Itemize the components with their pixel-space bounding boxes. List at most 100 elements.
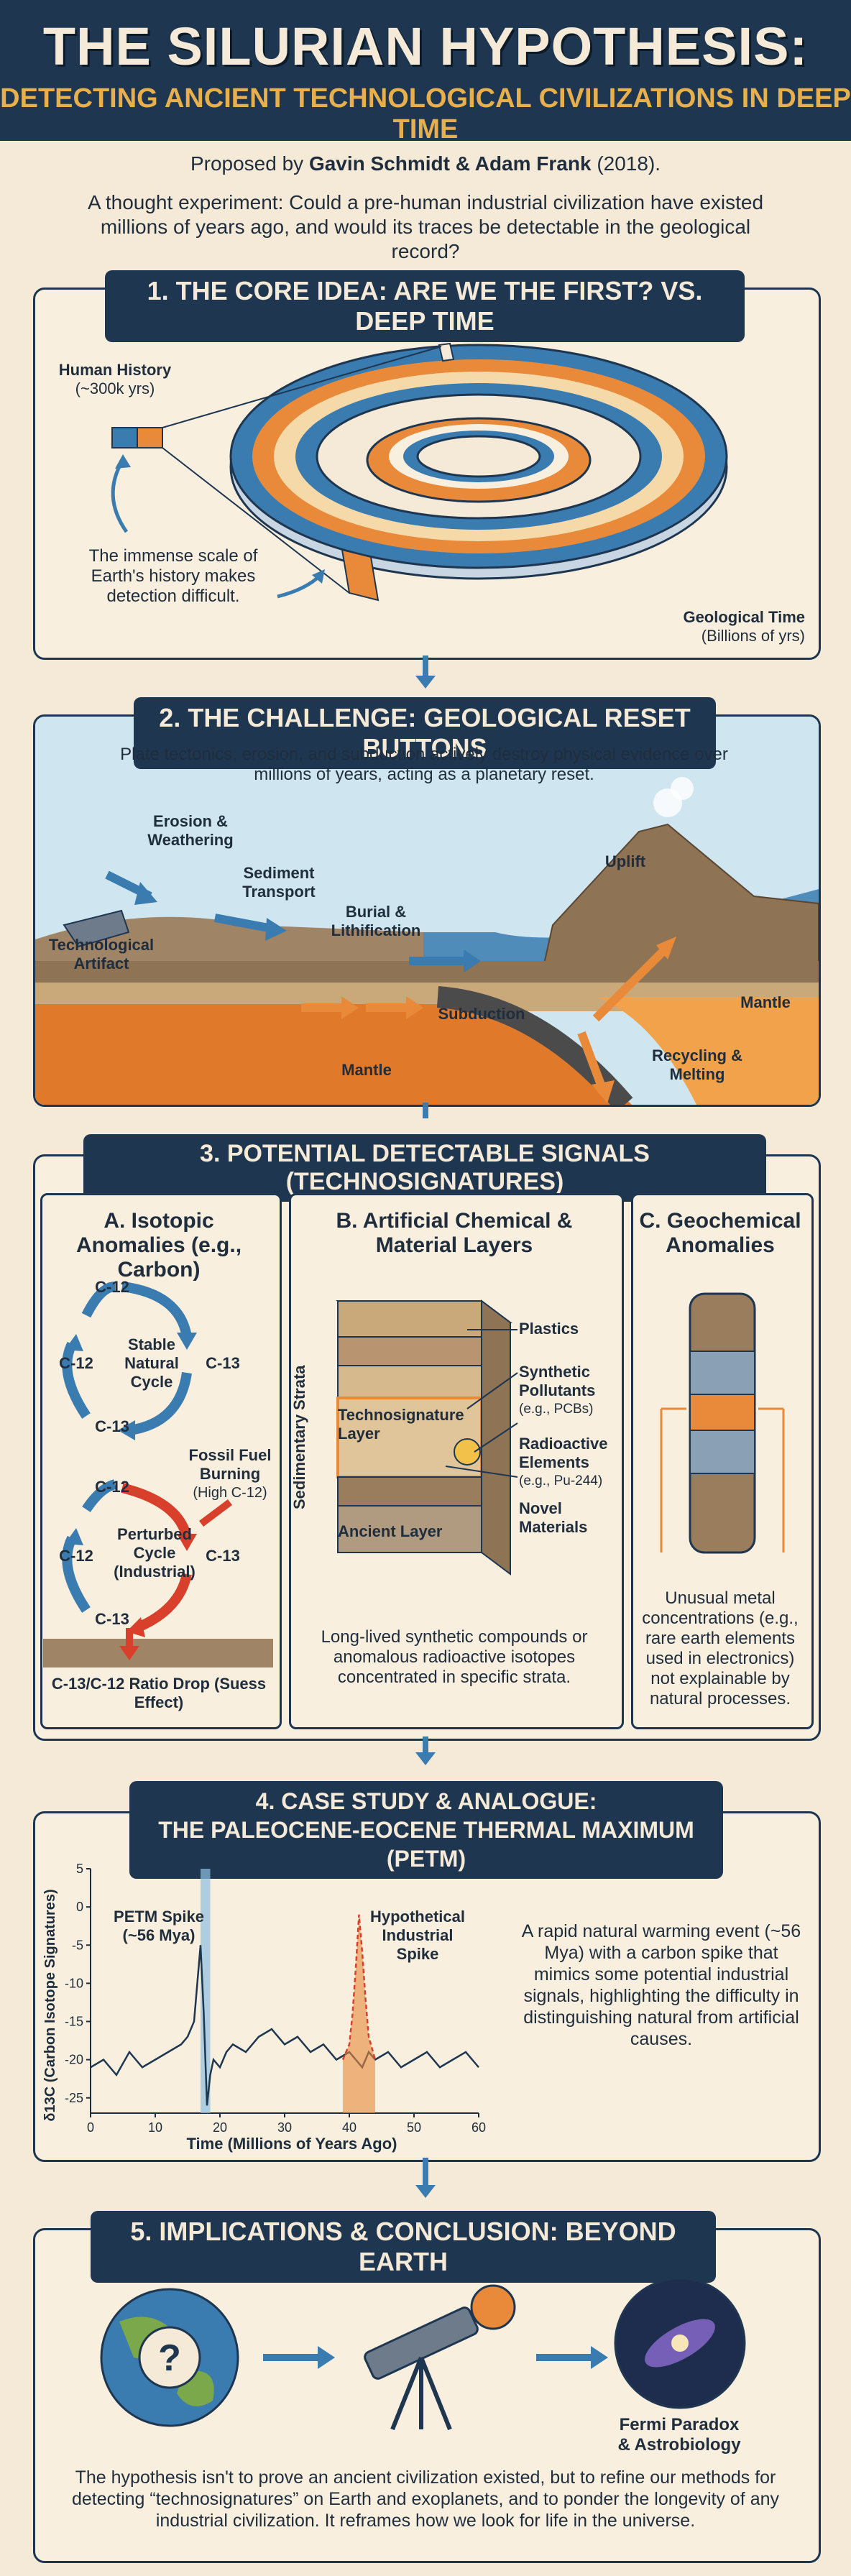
connector-2-3 <box>423 1103 428 1118</box>
section4-heading-line2: THE PALEOCENE-EOCENE THERMAL MAXIMUM (PE… <box>158 1817 694 1872</box>
perturbed-top: C-12 <box>95 1478 129 1496</box>
carbon-cycle-diagram <box>43 1282 273 1668</box>
y-tick-label: -5 <box>72 1938 83 1952</box>
suess-effect: C-13/C-12 Ratio Drop (Suess Effect) <box>51 1675 267 1711</box>
annotation-industrial: Hypothetical Industrial Spike <box>369 1908 466 1963</box>
label-mantle-right: Mantle <box>740 993 791 1011</box>
label-recycling: Recycling & Melting <box>652 1046 742 1083</box>
year: (2018). <box>597 152 661 175</box>
chart-lines <box>90 1869 479 2113</box>
fermi-label: Fermi Paradox & Astrobiology <box>617 2415 741 2455</box>
x-tick-label: 0 <box>87 2120 94 2135</box>
label-sediment: Sediment Transport <box>242 864 316 901</box>
industrial-spike-fill <box>343 1914 375 2113</box>
human-history-block <box>111 346 442 599</box>
question-mark: ? <box>158 2337 181 2379</box>
petm-band <box>201 1869 211 2113</box>
planet-icon <box>470 2284 516 2330</box>
geological-time-label: Geological Time (Billions of yrs) <box>647 608 805 645</box>
connector-4-5 <box>423 2158 428 2186</box>
stable-left: C-12 <box>59 1354 93 1372</box>
y-tick-label: -10 <box>65 1976 83 1990</box>
y-tick-label: 5 <box>76 1862 83 1876</box>
geology-cross-section <box>35 717 819 1105</box>
section2-panel <box>33 714 821 1107</box>
connector-arrow-1-2 <box>415 676 436 689</box>
synthetic-title: Synthetic Pollutants <box>519 1363 596 1399</box>
series-industrial-line <box>341 1914 377 2061</box>
connector-arrow-4-5 <box>415 2185 436 2198</box>
page-title: THE SILURIAN HYPOTHESIS: <box>42 17 809 76</box>
synthetic-label: Synthetic Pollutants (e.g., PCBs) <box>519 1363 612 1419</box>
perturbed-center: Perturbed Cycle (Industrial) <box>114 1525 196 1581</box>
scale-note: The immense scale of Earth's history mak… <box>88 546 258 606</box>
perturbed-bottom: C-13 <box>95 1610 129 1628</box>
x-tick-label: 20 <box>213 2120 227 2135</box>
x-tick-label: 10 <box>148 2120 162 2135</box>
novel-label: Novel Materials <box>519 1499 588 1536</box>
col-a-title: A. Isotopic Anomalies (e.g., Carbon) <box>75 1209 242 1282</box>
telescope-icon <box>364 2306 479 2431</box>
y-tick-label: -15 <box>65 2015 83 2029</box>
geo-time-sub: (Billions of yrs) <box>701 627 805 645</box>
synthetic-sub: (e.g., PCBs) <box>519 1402 594 1417</box>
annotation-petm: PETM Spike (~56 Mya) <box>114 1908 204 1944</box>
implications-illustration: ? <box>100 2277 746 2431</box>
section1-heading: 1. THE CORE IDEA: ARE WE THE FIRST? VS. … <box>105 270 745 342</box>
section3-heading: 3. POTENTIAL DETECTABLE SIGNALS (TECHNOS… <box>83 1134 766 1202</box>
header-banner <box>0 0 851 141</box>
section4-description: A rapid natural warming event (~56 Mya) … <box>521 1921 801 2049</box>
label-mantle-bottom: Mantle <box>341 1061 392 1079</box>
human-history-sub: (~300k yrs) <box>75 380 155 397</box>
fossil-fuel-title: Fossil Fuel Burning <box>188 1446 272 1483</box>
section2-description: Plate tectonics, erosion, and subduction… <box>120 745 728 784</box>
y-tick-label: -25 <box>65 2091 83 2105</box>
label-erosion: Erosion & Weathering <box>147 812 234 849</box>
chart-ylabel: δ13C (Carbon Isotope Signatures) <box>42 1889 58 2121</box>
label-artifact: Technological Artifact <box>48 936 155 972</box>
section4-heading-line1: 4. CASE STUDY & ANALOGUE: <box>255 1788 597 1814</box>
x-tick-label: 40 <box>342 2120 356 2135</box>
perturbed-right: C-13 <box>206 1547 240 1565</box>
human-history-label: Human History (~300k yrs) <box>50 361 180 398</box>
stable-bottom: C-13 <box>95 1417 129 1435</box>
y-tick-label: 0 <box>76 1900 83 1914</box>
section2-heading: 2. THE CHALLENGE: GEOLOGICAL RESET BUTTO… <box>134 697 716 769</box>
series-natural-line <box>90 1945 479 2106</box>
col-c-title: C. Geochemical Anomalies <box>639 1209 801 1257</box>
conclusion: The hypothesis isn't to prove an ancient… <box>72 2467 779 2531</box>
human-history-title: Human History <box>58 361 172 379</box>
section5-heading: 5. IMPLICATIONS & CONCLUSION: BEYOND EAR… <box>91 2211 716 2283</box>
label-uplift: Uplift <box>604 852 646 870</box>
label-subduction: Subduction <box>438 1005 525 1023</box>
y-tick-label: -20 <box>65 2053 83 2067</box>
x-tick-label: 50 <box>407 2120 421 2135</box>
strata-block <box>336 1300 518 1576</box>
authors: Gavin Schmidt & Adam Frank <box>308 152 592 175</box>
fossil-fuel-sub: (High C-12) <box>193 1485 267 1501</box>
x-tick-label: 60 <box>472 2120 486 2135</box>
fossil-fuel: Fossil Fuel Burning (High C-12) <box>187 1446 273 1502</box>
section4-heading: 4. CASE STUDY & ANALOGUE: THE PALEOCENE-… <box>129 1781 723 1879</box>
radioactive-sub: (e.g., Pu-244) <box>519 1473 603 1489</box>
stable-right: C-13 <box>206 1354 240 1372</box>
connector-1-2 <box>423 656 428 677</box>
plastics-label: Plastics <box>519 1320 579 1338</box>
col-c-caption: Unusual metal concentrations (e.g., rare… <box>642 1588 799 1708</box>
label-burial: Burial & Lithification <box>331 903 421 939</box>
col-b-title: B. Artificial Chemical & Material Layers <box>336 1209 573 1257</box>
stable-top: C-12 <box>95 1278 129 1296</box>
connector-arrow-3-4 <box>415 1752 436 1765</box>
perturbed-left: C-12 <box>59 1547 93 1565</box>
proposed-by: Proposed by Gavin Schmidt & Adam Frank (… <box>0 152 851 175</box>
ancient-layer-label: Ancient Layer <box>338 1522 443 1540</box>
proposed-prefix: Proposed by <box>190 152 304 175</box>
techno-layer-label: Technosignature Layer <box>338 1406 464 1443</box>
strata-label: Sedimentary Strata <box>290 1365 308 1510</box>
col-b-caption: Long-lived synthetic compounds or anomal… <box>321 1627 588 1687</box>
page-subtitle: DETECTING ANCIENT TECHNOLOGICAL CIVILIZA… <box>0 83 851 144</box>
geological-time-rings <box>229 342 728 602</box>
deep-time-illustration <box>111 342 728 602</box>
